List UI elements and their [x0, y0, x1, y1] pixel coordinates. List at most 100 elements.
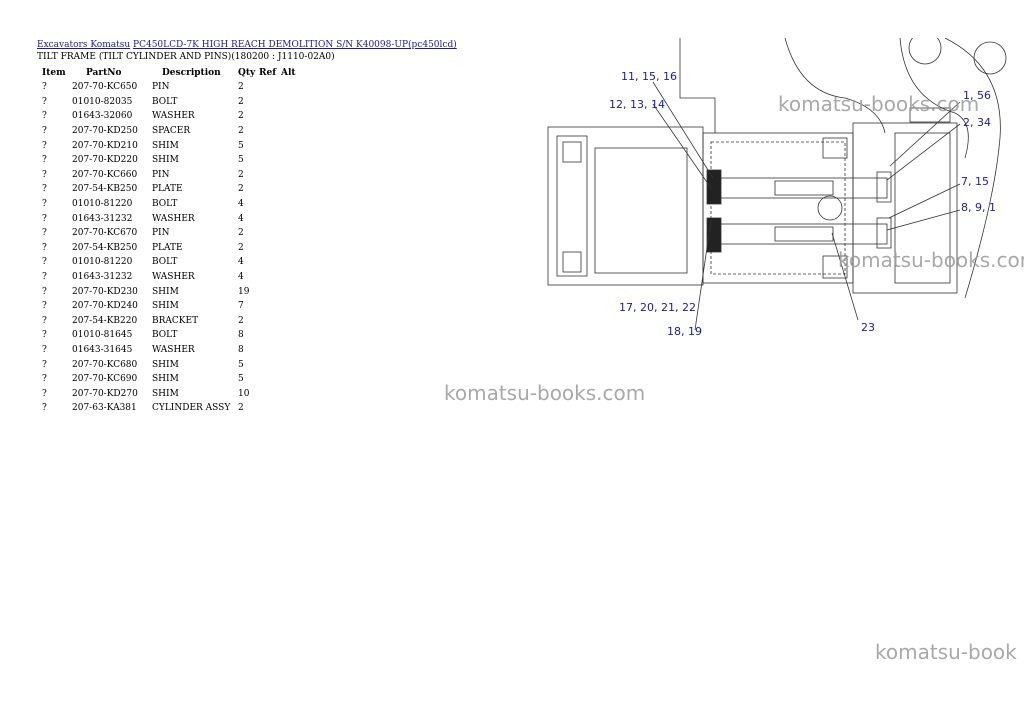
row-qty: 2	[238, 126, 244, 137]
row-qty: 2	[238, 242, 244, 253]
breadcrumb-category-link[interactable]: Excavators Komatsu	[37, 40, 131, 50]
watermark-bottom: komatsu-book	[875, 640, 1017, 664]
header-qty: Qty	[238, 68, 256, 78]
row-partno: 207-70-KD250	[72, 126, 138, 137]
row-qty: 8	[238, 344, 244, 355]
row-item: ?	[42, 301, 47, 312]
row-alt	[281, 255, 296, 270]
row-partno: 207-70-KC690	[72, 374, 138, 385]
left-frame-outline	[547, 126, 704, 286]
row-qty: 4	[238, 199, 244, 210]
watermark-mid: komatsu-books.com	[838, 248, 1024, 272]
row-ref	[259, 372, 281, 387]
row-ref	[259, 211, 281, 226]
row-ref	[259, 357, 281, 372]
row-alt	[281, 95, 296, 110]
header-description: Description	[162, 68, 221, 78]
row-item: ?	[42, 344, 47, 355]
row-description: SHIM	[152, 388, 179, 399]
center-frame-boss-top	[822, 137, 848, 159]
row-partno: 207-70-KD220	[72, 155, 138, 166]
row-item: ?	[42, 155, 47, 166]
callout-23: 23	[861, 321, 875, 334]
center-frame-outline	[702, 132, 854, 284]
row-qty: 2	[238, 315, 244, 326]
row-alt	[281, 138, 296, 153]
row-partno: 207-70-KD230	[72, 286, 138, 297]
row-description: BOLT	[152, 257, 178, 268]
leader-line-2	[652, 103, 712, 189]
row-alt	[281, 284, 296, 299]
row-alt	[281, 211, 296, 226]
far-right-boss	[973, 41, 1007, 75]
row-item: ?	[42, 272, 47, 283]
row-description: SHIM	[152, 155, 179, 166]
header-alt: Alt	[281, 68, 296, 78]
row-qty: 5	[238, 374, 244, 385]
right-frame-outline	[852, 122, 958, 294]
row-qty: 2	[238, 111, 244, 122]
row-partno: 207-54-KB250	[72, 184, 138, 195]
row-ref	[259, 314, 281, 329]
left-frame-rail	[556, 135, 588, 277]
leader-line-4	[889, 101, 961, 167]
row-ref	[259, 95, 281, 110]
breadcrumb-model-link[interactable]: PC450LCD-7K HIGH REACH DEMOLITION S/N K4…	[133, 40, 457, 50]
breadcrumb: Excavators Komatsu PC450LCD-7K HIGH REAC…	[37, 40, 457, 50]
row-alt	[281, 197, 296, 212]
row-item: ?	[42, 140, 47, 151]
pin-lower-left	[706, 217, 722, 253]
row-qty: 4	[238, 213, 244, 224]
row-partno: 01010-81220	[72, 199, 133, 210]
row-alt	[281, 153, 296, 168]
row-ref	[259, 328, 281, 343]
row-description: WASHER	[152, 111, 195, 122]
row-alt	[281, 299, 296, 314]
callout-1-56: 1, 56	[963, 89, 991, 102]
row-ref	[259, 284, 281, 299]
callout-18-19: 18, 19	[667, 325, 702, 338]
row-ref	[259, 270, 281, 285]
row-qty: 5	[238, 155, 244, 166]
row-alt	[281, 124, 296, 139]
row-partno: 01643-31232	[72, 213, 133, 224]
row-ref	[259, 255, 281, 270]
row-description: CYLINDER ASSY	[152, 403, 231, 414]
row-qty: 5	[238, 359, 244, 370]
row-partno: 207-70-KD210	[72, 140, 138, 151]
upper-right-boss	[908, 38, 942, 65]
callout-11-15-16: 11, 15, 16	[621, 70, 677, 83]
row-ref	[259, 138, 281, 153]
row-description: SPACER	[152, 126, 191, 137]
row-alt	[281, 357, 296, 372]
row-partno: 01010-81645	[72, 330, 133, 341]
callout-2-34: 2, 34	[963, 116, 991, 129]
row-ref	[259, 153, 281, 168]
upper-body-right	[899, 38, 969, 159]
callout-17-20-21-22: 17, 20, 21, 22	[619, 301, 696, 314]
cylinder-upper-barrel	[774, 180, 834, 196]
row-ref	[259, 343, 281, 358]
row-ref	[259, 226, 281, 241]
row-ref	[259, 80, 281, 95]
row-item: ?	[42, 184, 47, 195]
row-item: ?	[42, 330, 47, 341]
row-partno: 207-70-KC680	[72, 359, 138, 370]
center-frame-inner	[710, 141, 846, 275]
table-row: ? 207-70-KD220 SHIM 5	[37, 153, 296, 168]
row-alt	[281, 314, 296, 329]
leader-line-1	[652, 81, 714, 179]
row-qty: 2	[238, 184, 244, 195]
